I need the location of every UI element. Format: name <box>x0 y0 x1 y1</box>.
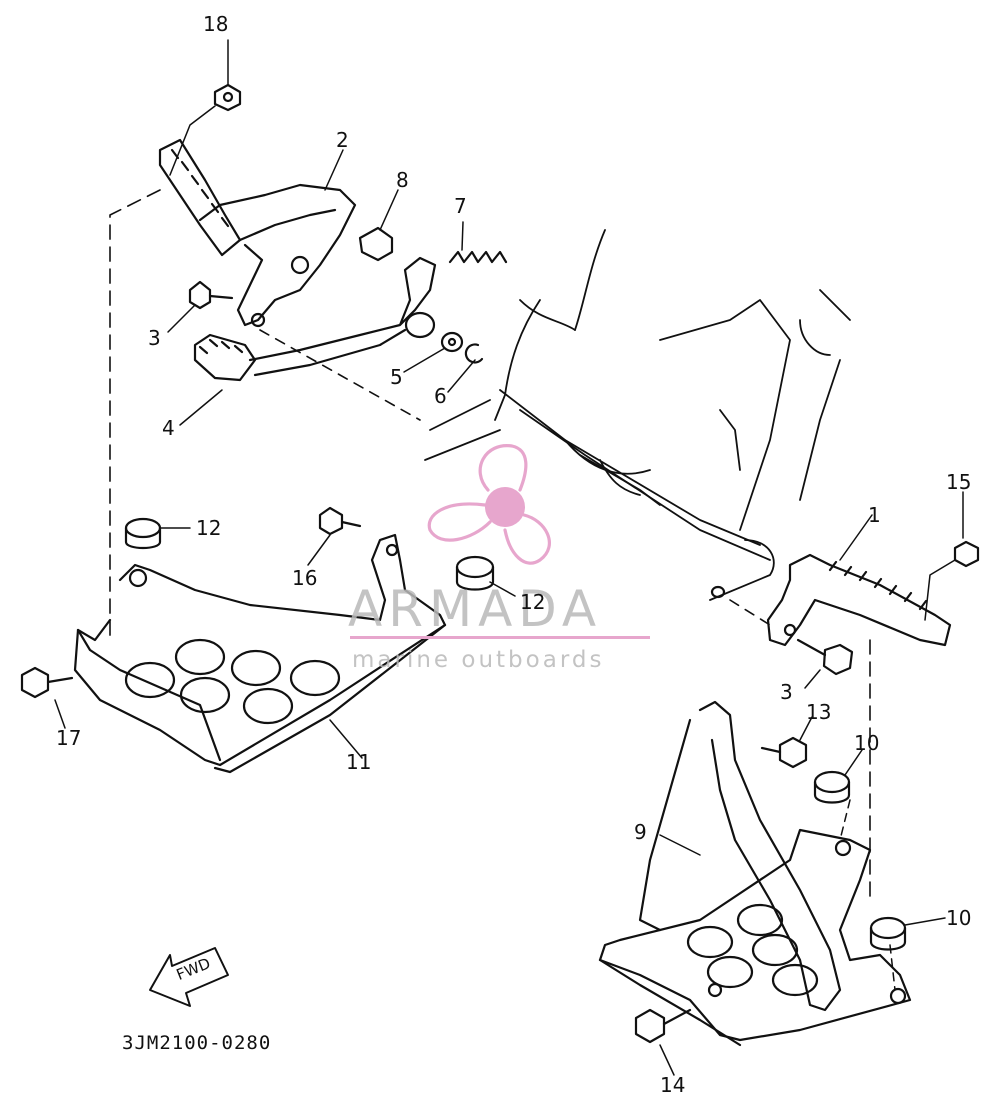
callout-15: 15 <box>946 470 972 494</box>
callout-7: 7 <box>454 194 467 218</box>
callout-2: 2 <box>336 128 349 152</box>
watermark-tagline: marine outboards <box>352 647 605 673</box>
callout-5: 5 <box>390 365 403 389</box>
fwd-arrow-icon <box>149 947 229 1007</box>
callout-4: 4 <box>162 416 175 440</box>
small-parts-top <box>169 83 508 364</box>
callout-13: 13 <box>806 700 832 724</box>
callout-18: 18 <box>203 12 229 36</box>
left-footrest-assembly <box>158 138 437 421</box>
callout-1: 1 <box>868 503 881 527</box>
watermark-accent-line <box>350 636 650 639</box>
skid-plate-left <box>20 189 495 774</box>
callout-3-left: 3 <box>148 326 161 350</box>
skid-plate-right <box>598 639 912 1047</box>
right-footrest <box>710 540 980 676</box>
callout-12-left: 12 <box>196 516 222 540</box>
callout-8: 8 <box>396 168 409 192</box>
propeller-logo-icon <box>427 444 551 565</box>
callout-9: 9 <box>634 820 647 844</box>
callout-6: 6 <box>434 384 447 408</box>
watermark-brand: ARMADA <box>348 580 603 638</box>
callout-11: 11 <box>346 750 372 774</box>
callout-3-right: 3 <box>780 680 793 704</box>
frame-outline <box>424 229 851 601</box>
callout-10-lower: 10 <box>946 906 972 930</box>
callout-10-upper: 10 <box>854 731 880 755</box>
callout-17: 17 <box>56 726 82 750</box>
callout-14: 14 <box>660 1073 686 1097</box>
diagram-part-number: 3JM2100-0280 <box>122 1032 272 1054</box>
callout-12-center: 12 <box>520 590 546 614</box>
leader-lines <box>54 39 964 1076</box>
callout-16: 16 <box>292 566 318 590</box>
